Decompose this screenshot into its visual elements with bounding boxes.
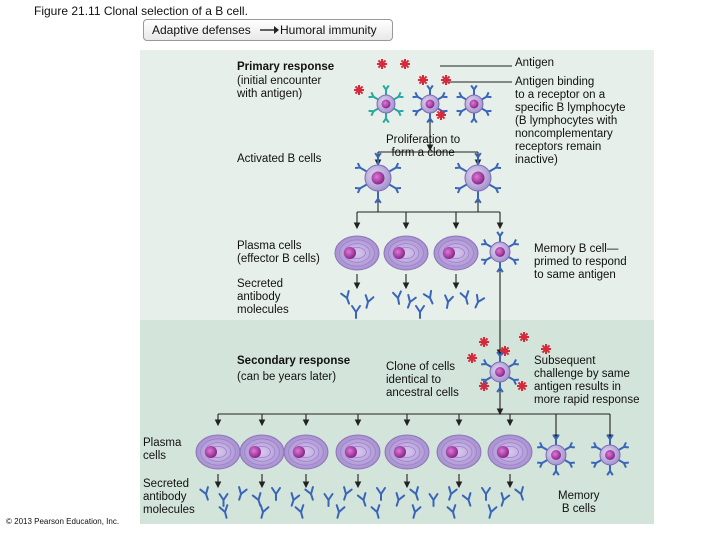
memory-b-cell-challenged [481, 351, 519, 393]
clone-identical-label: Clone of cells identical to ancestral ce… [386, 361, 459, 399]
antibody-icon [444, 294, 454, 309]
antigen-icon [354, 85, 364, 95]
breadcrumb: Adaptive defenses Humoral immunity [143, 19, 393, 41]
antibody-icon [218, 504, 229, 519]
antibody-icon [259, 504, 270, 519]
antibody-icon [370, 504, 381, 519]
antibody-icon [446, 504, 457, 519]
antigen-icon [441, 75, 451, 85]
primary-response-panel [140, 50, 654, 320]
figure-title: Figure 21.11 Clonal selection of a B cel… [34, 4, 248, 18]
antibody-icon [238, 486, 248, 501]
primary-response-note: (initial encounter with antigen) [237, 75, 322, 100]
antibody-icon [340, 289, 351, 305]
antigen-icon [519, 332, 529, 342]
b-lymphocyte-1 [368, 84, 404, 124]
antibody-icon [351, 305, 361, 319]
proliferation-label: Proliferation to form a clone [386, 134, 461, 159]
antibody-icon [461, 492, 472, 507]
antibody-icon [271, 487, 281, 501]
plasma-cell-secondary-2 [239, 434, 285, 470]
antibody-icon [304, 486, 314, 501]
activated-b-cells-label: Activated B cells [237, 153, 322, 165]
antibody-icon [251, 492, 262, 507]
plasma-cell-primary-2 [383, 235, 429, 271]
subsequent-challenge-label: Subsequent challenge by same antigen res… [534, 355, 640, 406]
plasma-cell-primary-1 [334, 235, 380, 271]
antibody-icon [448, 486, 458, 501]
memory-b-cells-label: Memory B cells [558, 490, 600, 515]
antigen-icon [479, 337, 489, 347]
plasma-cells-effector-label: Plasma cells (effector B cells) [237, 240, 320, 265]
antibody-icon [218, 493, 229, 507]
antigen-icon [467, 353, 477, 363]
antibody-icon [323, 493, 334, 507]
antibody-icon [411, 504, 422, 519]
antigen-icon [500, 346, 510, 356]
antibody-icon [481, 487, 491, 501]
secreted-antibody-label-primary: Secreted antibody molecules [237, 278, 289, 316]
antibody-icon [459, 290, 470, 305]
secondary-response-heading: Secondary response [237, 355, 351, 367]
plasma-cell-secondary-3 [283, 434, 329, 470]
activated-b-cell-2 [454, 152, 502, 204]
antibody-icon [415, 305, 425, 319]
primary-response-heading: Primary response [237, 61, 335, 73]
antibody-icon [409, 486, 419, 501]
memory-b-cell-primary [481, 231, 519, 273]
antibody-icon [392, 290, 402, 305]
antibody-icon [356, 492, 367, 507]
antibody-icon [514, 486, 524, 501]
breadcrumb-adaptive-defenses[interactable]: Adaptive defenses [152, 23, 251, 37]
antigen-icon [400, 59, 410, 69]
antibody-icon [487, 504, 498, 519]
antigen-label: Antigen [515, 57, 555, 69]
antibody-icon [474, 293, 486, 309]
antibody-icon [376, 487, 386, 501]
memory-b-cell-secondary-2 [591, 434, 629, 476]
secondary-response-panel [140, 320, 654, 524]
plasma-cell-secondary-5 [384, 434, 430, 470]
memory-b-cell-label: Memory B cell— primed to respond to same… [534, 243, 627, 281]
antibody-icon [422, 289, 434, 305]
antibody-icon [343, 486, 353, 501]
plasma-cell-primary-3 [433, 235, 479, 271]
antibody-icon [428, 493, 439, 507]
plasma-cell-secondary-1 [195, 434, 241, 470]
secreted-antibody-label-secondary: Secreted antibody molecules [143, 478, 195, 516]
antibody-icon [290, 492, 301, 507]
plasma-cells-label: Plasma cells [143, 437, 182, 462]
antibody-icon [500, 492, 511, 507]
antibody-icon [294, 504, 305, 519]
antibody-icon [335, 504, 346, 519]
antigen-icon [436, 110, 446, 120]
antibody-icon [406, 293, 417, 309]
antibody-icon [395, 492, 406, 507]
secondary-response-note: (can be years later) [237, 371, 337, 383]
antibody-icon [364, 294, 375, 309]
plasma-cell-secondary-4 [335, 434, 381, 470]
antigen-icon [377, 59, 387, 69]
antibody-icon [199, 486, 209, 501]
copyright-notice: © 2013 Pearson Education, Inc. [6, 517, 120, 526]
plasma-cell-secondary-6 [436, 434, 482, 470]
antigen-icon [517, 381, 527, 391]
arrow-right-icon [260, 26, 279, 34]
antigen-icon [541, 344, 551, 354]
activated-b-cell-1 [354, 152, 402, 204]
memory-b-cell-secondary-1 [537, 434, 575, 476]
b-lymphocyte-3 [456, 84, 492, 124]
antigen-icon [418, 75, 428, 85]
breadcrumb-humoral-immunity[interactable]: Humoral immunity [280, 23, 377, 37]
plasma-cell-secondary-7 [487, 434, 533, 470]
antigen-binding-label: Antigen binding to a receptor on a speci… [515, 76, 626, 166]
